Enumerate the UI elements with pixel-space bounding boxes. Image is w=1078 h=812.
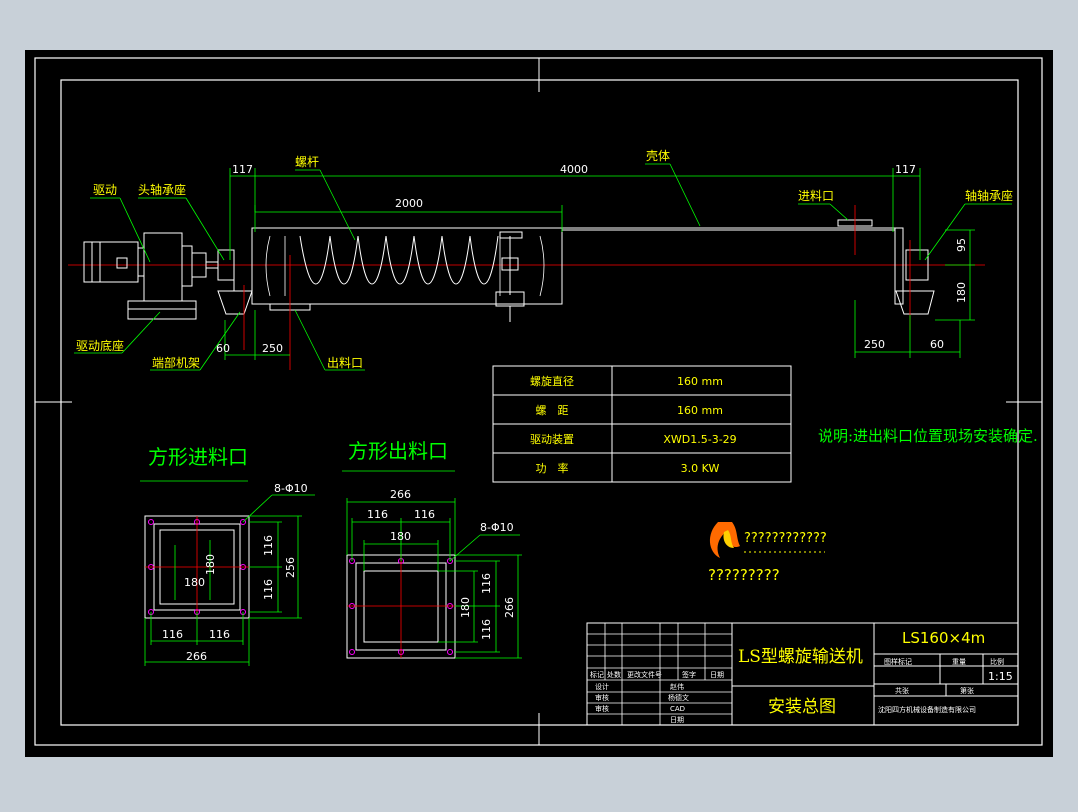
leader-labels: 驱动 头轴承座 螺杆 壳体 进料口 轴轴承座 驱动底座 端部机架 出料口	[76, 149, 1013, 370]
tb-machine-name: LS型螺旋输送机	[738, 647, 863, 667]
tb-small-header-0: 图样标记	[884, 657, 912, 666]
label-drive-base: 驱动底座	[76, 338, 124, 353]
spec-name-2: 驱动装置	[530, 433, 574, 446]
spec-value-3: 3.0 KW	[681, 462, 720, 475]
outlet-dim-116-left: 116	[367, 508, 388, 521]
tb-sheet-1: 第张	[960, 686, 974, 695]
tb-sheet-0: 共张	[895, 686, 909, 695]
square-inlet-view: 方形进料口	[140, 445, 315, 666]
tb-header-0: 标记	[590, 670, 604, 679]
label-tail-bearing: 轴轴承座	[965, 188, 1013, 203]
outlet-dim-180-v: 180	[459, 597, 472, 618]
tb-role-2: 审核	[595, 704, 609, 713]
tb-company: 沈阳四方机械设备制造有限公司	[878, 705, 976, 714]
inlet-dim-116-left: 116	[162, 628, 183, 641]
dim-60-right: 60	[930, 338, 944, 351]
inlet-holes-label: 8-Φ10	[274, 482, 308, 495]
logo-text-line1: ????????????	[744, 531, 827, 546]
drawing-background	[25, 50, 1053, 757]
label-outlet: 出料口	[327, 356, 363, 370]
tb-name-1: 杨德文	[668, 693, 689, 702]
tb-role-0: 设计	[595, 682, 609, 691]
label-screw-rod: 螺杆	[295, 155, 319, 169]
main-dimension-texts: 117 4000 117 2000 60 250 250 60 95 180	[216, 163, 968, 355]
leader-lines	[74, 163, 1012, 371]
title-block: 标记 处数 更改文件号 签字 日期 设计 审核 审核 赵伟 杨德文 CAD 日期…	[586, 622, 1019, 726]
frame-center-marks	[35, 58, 1042, 745]
spec-name-1: 螺 距	[536, 404, 569, 417]
label-casing: 壳体	[646, 149, 670, 163]
dim-95: 95	[955, 238, 968, 252]
tb-header-4: 日期	[710, 671, 724, 679]
tb-scale: 1:15	[988, 670, 1013, 683]
dim-250-left: 250	[262, 342, 283, 355]
inlet-dim-180-v: 180	[204, 554, 217, 575]
inlet-dim-180-h: 180	[184, 576, 205, 589]
conveyor-elevation	[68, 205, 985, 370]
outlet-dim-180: 180	[390, 530, 411, 543]
tb-date-label: 日期	[670, 716, 684, 724]
spec-name-3: 功 率	[536, 461, 569, 475]
company-logo: ???????????? ?????????	[708, 522, 827, 584]
tb-name-2: CAD	[670, 705, 685, 713]
tb-role-1: 审核	[595, 693, 609, 702]
outlet-dim-116-right: 116	[414, 508, 435, 521]
inlet-dim-266: 266	[186, 650, 207, 663]
outlet-dim-116-top: 116	[480, 573, 493, 594]
label-drive: 驱动	[93, 183, 117, 197]
label-inlet: 进料口	[798, 189, 834, 203]
label-head-bearing: 头轴承座	[138, 182, 186, 197]
inlet-dim-256: 256	[284, 557, 297, 578]
tb-small-header-1: 重量	[952, 658, 966, 666]
inlet-dim-116-right: 116	[209, 628, 230, 641]
dim-250-right: 250	[864, 338, 885, 351]
dim-117-right: 117	[895, 163, 916, 176]
outlet-dim-266: 266	[390, 488, 411, 501]
spec-value-2: XWD1.5-3-29	[663, 433, 736, 446]
inlet-dim-116-top: 116	[262, 535, 275, 556]
casing-left-section	[251, 227, 563, 305]
tb-drawing-name: 安装总图	[768, 697, 836, 717]
inlet-dim-116-bottom: 116	[262, 579, 275, 600]
tb-small-header-2: 比例	[990, 657, 1004, 666]
dim-4000: 4000	[560, 163, 588, 176]
outlet-dim-116-bottom: 116	[480, 619, 493, 640]
tb-name-0: 赵伟	[670, 682, 684, 691]
spec-table: 螺旋直径 螺 距 驱动装置 功 率 160 mm 160 mm XWD1.5-3…	[492, 365, 792, 483]
label-end-frame: 端部机架	[152, 355, 200, 370]
dim-180: 180	[955, 282, 968, 303]
outlet-view-title: 方形出料口	[348, 439, 448, 463]
tail-bearing	[905, 249, 929, 281]
spec-value-1: 160 mm	[677, 404, 723, 417]
dim-60-left: 60	[216, 342, 230, 355]
inlet-view-title: 方形进料口	[148, 445, 248, 469]
outlet-dim-266-v: 266	[503, 597, 516, 618]
tb-header-3: 签字	[682, 670, 696, 679]
dim-117-left: 117	[232, 163, 253, 176]
logo-text-line2: ?????????	[708, 566, 780, 584]
square-outlet-view: 方形出料口	[342, 439, 522, 659]
flame-icon	[709, 522, 740, 558]
main-dimension-lines	[224, 168, 975, 360]
end-frame-right	[895, 290, 935, 315]
spec-name-0: 螺旋直径	[530, 374, 574, 388]
screw-flights	[299, 235, 499, 285]
install-note: 说明:进出料口位置现场安装确定.	[818, 427, 1038, 445]
tb-header-1: 处数	[607, 670, 621, 679]
spec-value-0: 160 mm	[677, 375, 723, 388]
tb-header-2: 更改文件号	[627, 670, 662, 679]
tb-model: LS160×4m	[902, 629, 985, 647]
dim-2000: 2000	[395, 197, 423, 210]
outlet-holes-label: 8-Φ10	[480, 521, 514, 534]
